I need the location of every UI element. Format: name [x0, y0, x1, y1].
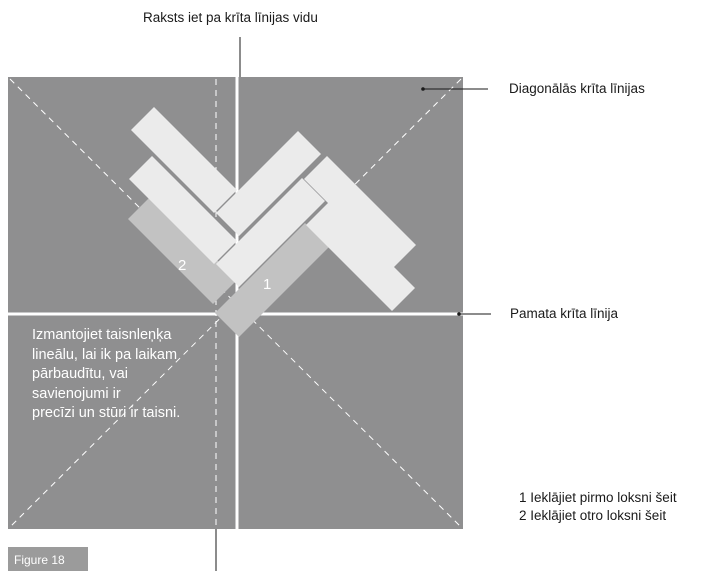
tile [131, 107, 237, 213]
sheet-number-1: 1 [263, 276, 271, 293]
legend: 1 Ieklājiet pirmo loksni šeit 2 Ieklājie… [519, 489, 677, 525]
legend-item: 1 Ieklājiet pirmo loksni šeit [519, 490, 677, 505]
instruction-note: Izmantojiet taisnleņķa lineālu, lai ik p… [32, 326, 232, 424]
note-line: Izmantojiet taisnleņķa [32, 327, 172, 343]
tile [304, 156, 416, 268]
sheet-number-2: 2 [178, 257, 186, 274]
leader-dot [421, 87, 425, 91]
tile [306, 202, 415, 311]
label-diagonal-lines: Diagonālās krīta līnijas [509, 81, 645, 96]
leader-dot [457, 312, 461, 316]
figure-label: Figure 18 [8, 547, 88, 571]
label-pattern-center: Raksts iet pa krīta līnijas vidu [143, 10, 318, 25]
sheet-2 [128, 195, 237, 304]
note-line: pārbaudītu, vai [32, 366, 128, 382]
label-base-line: Pamata krīta līnija [510, 306, 619, 321]
sheet-1 [215, 223, 329, 337]
diagonal-chalk-line [9, 78, 462, 528]
legend-item: 2 Ieklājiet otro loksni šeit [519, 508, 667, 523]
note-line: savienojumi ir [32, 385, 121, 402]
tile [216, 178, 325, 287]
tile [216, 131, 321, 236]
diagonal-chalk-line [9, 78, 462, 528]
note-line: lineālu, lai ik pa laikam [32, 346, 178, 363]
tile [129, 156, 237, 264]
note-line: precīzi un stūri ir taisni. [32, 405, 181, 421]
